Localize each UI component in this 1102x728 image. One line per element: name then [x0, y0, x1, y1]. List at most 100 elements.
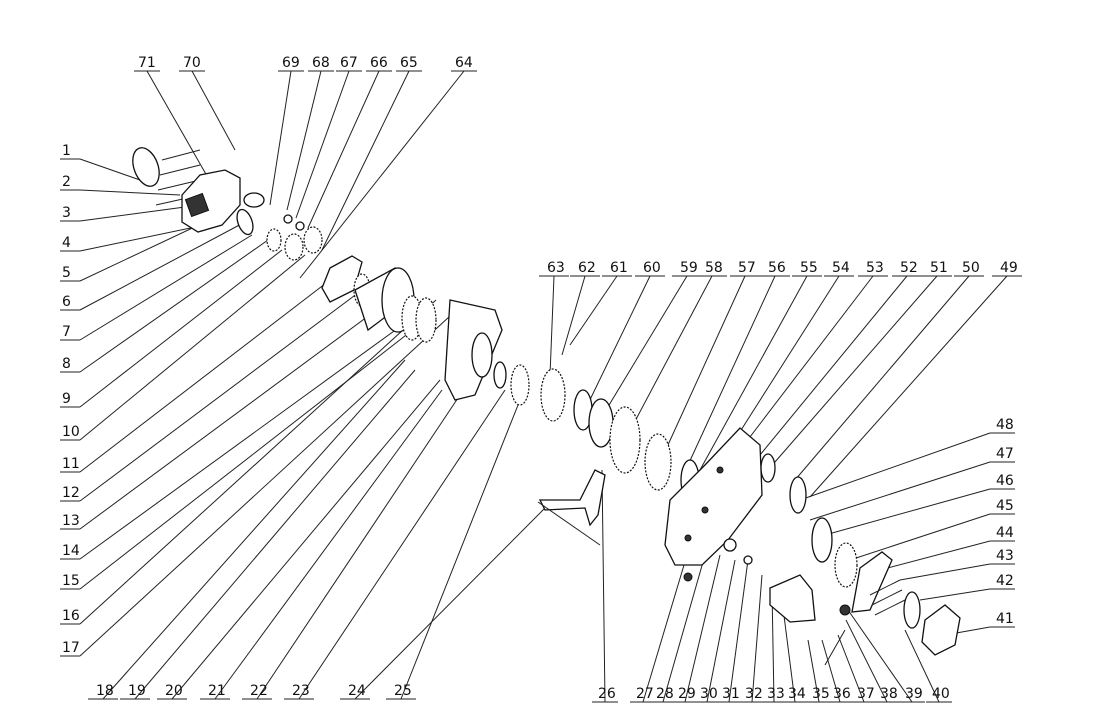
callout-label-36: 36 [833, 686, 851, 702]
leader-line-62 [561, 275, 586, 356]
part-end-plate [851, 551, 893, 613]
callout-label-45: 45 [996, 498, 1014, 514]
leader-line-13 [79, 299, 391, 530]
callout-label-44: 44 [996, 525, 1014, 541]
callout-label-47: 47 [996, 446, 1014, 462]
leader-line-20 [171, 379, 441, 700]
callout-label-41: 41 [996, 611, 1014, 627]
callout-label-50: 50 [962, 260, 980, 276]
callout-label-34: 34 [788, 686, 806, 702]
leader-lines [79, 70, 1008, 703]
leader-line-2 [79, 189, 181, 196]
part-seal-ring [236, 208, 254, 236]
leader-line-29 [684, 554, 721, 703]
leader-line-19 [134, 369, 416, 700]
leader-line-27 [642, 544, 691, 703]
callout-label-48: 48 [996, 417, 1014, 433]
callout-label-35: 35 [812, 686, 830, 702]
leader-line-50 [794, 275, 970, 481]
leader-line-71 [146, 70, 216, 191]
callout-label-68: 68 [312, 55, 330, 71]
part-motor-housing [181, 169, 241, 233]
leader-line-32 [751, 574, 763, 703]
part-oring-right [811, 517, 833, 563]
leader-line-11 [79, 279, 331, 473]
leader-line-47 [809, 461, 991, 521]
part-bearing-small [243, 192, 265, 208]
leader-line-39 [847, 609, 913, 703]
callout-label-5: 5 [62, 265, 71, 281]
callout-label-71: 71 [138, 55, 156, 71]
leader-line-42 [919, 588, 991, 601]
part-plug [839, 604, 851, 616]
leader-line-12 [79, 289, 363, 502]
part-bolts-left [155, 149, 201, 206]
leader-line-67 [295, 70, 350, 219]
callout-label-17: 17 [62, 640, 80, 656]
part-planet-carrier [540, 368, 566, 422]
leader-line-33 [771, 589, 775, 703]
part-flange-plate [321, 255, 363, 303]
callout-label-57: 57 [738, 260, 756, 276]
leader-line-38 [845, 619, 888, 703]
leader-line-61 [569, 275, 618, 346]
part-gear-small-1 [266, 228, 282, 252]
part-bolts-right [869, 579, 906, 616]
callout-label-46: 46 [996, 473, 1014, 489]
leader-line-1 [79, 158, 141, 181]
callout-label-56: 56 [768, 260, 786, 276]
leader-line-53 [739, 275, 874, 451]
leader-line-49 [809, 275, 1008, 498]
leader-line-57 [661, 275, 746, 459]
callout-label-60: 60 [643, 260, 661, 276]
part-washer-small [295, 221, 305, 231]
leader-line-31 [728, 559, 749, 703]
leader-line-43 [899, 563, 991, 581]
callout-label-54: 54 [832, 260, 850, 276]
callout-label-62: 62 [578, 260, 596, 276]
leader-line-40 [904, 629, 940, 703]
leader-line-4 [79, 225, 201, 252]
callout-label-21: 21 [208, 683, 226, 699]
leader-line-6 [79, 221, 246, 311]
callout-label-20: 20 [165, 683, 183, 699]
leader-line-51 [767, 275, 938, 471]
leader-line-22 [256, 394, 461, 700]
part-housing-detail [184, 192, 210, 218]
part-housing-bolt-a [684, 534, 692, 542]
part-housing-bolt-b [701, 506, 709, 514]
leader-line-8 [79, 239, 269, 373]
part-cover-gasket [789, 476, 807, 514]
leader-line-35 [807, 639, 820, 703]
callout-label-53: 53 [866, 260, 884, 276]
callout-label-40: 40 [932, 686, 950, 702]
part-bracket [769, 574, 816, 623]
part-gear-small-2 [284, 233, 304, 261]
leader-line-63 [549, 275, 555, 376]
callout-label-9: 9 [62, 391, 71, 407]
callout-label-49: 49 [1000, 260, 1018, 276]
callout-label-18: 18 [96, 683, 114, 699]
part-large-gear [609, 406, 641, 474]
callout-label-63: 63 [547, 260, 565, 276]
callout-label-19: 19 [128, 683, 146, 699]
leader-line-59 [599, 275, 688, 421]
callout-label-70: 70 [183, 55, 201, 71]
callout-label-37: 37 [857, 686, 875, 702]
leader-line-45 [849, 513, 991, 561]
leader-line-3 [79, 206, 186, 222]
leader-line-25 [400, 399, 521, 700]
callout-label-24: 24 [348, 683, 366, 699]
callout-label-22: 22 [250, 683, 268, 699]
callout-label-52: 52 [900, 260, 918, 276]
callout-label-59: 59 [680, 260, 698, 276]
leader-line-15 [79, 317, 429, 590]
leader-line-9 [79, 249, 283, 408]
part-gear-right [834, 542, 858, 588]
part-housing-bore [471, 332, 493, 378]
callout-label-6: 6 [62, 294, 71, 310]
part-small-ball [683, 572, 693, 582]
leader-line-65 [321, 70, 410, 251]
part-seal-right [903, 591, 921, 629]
